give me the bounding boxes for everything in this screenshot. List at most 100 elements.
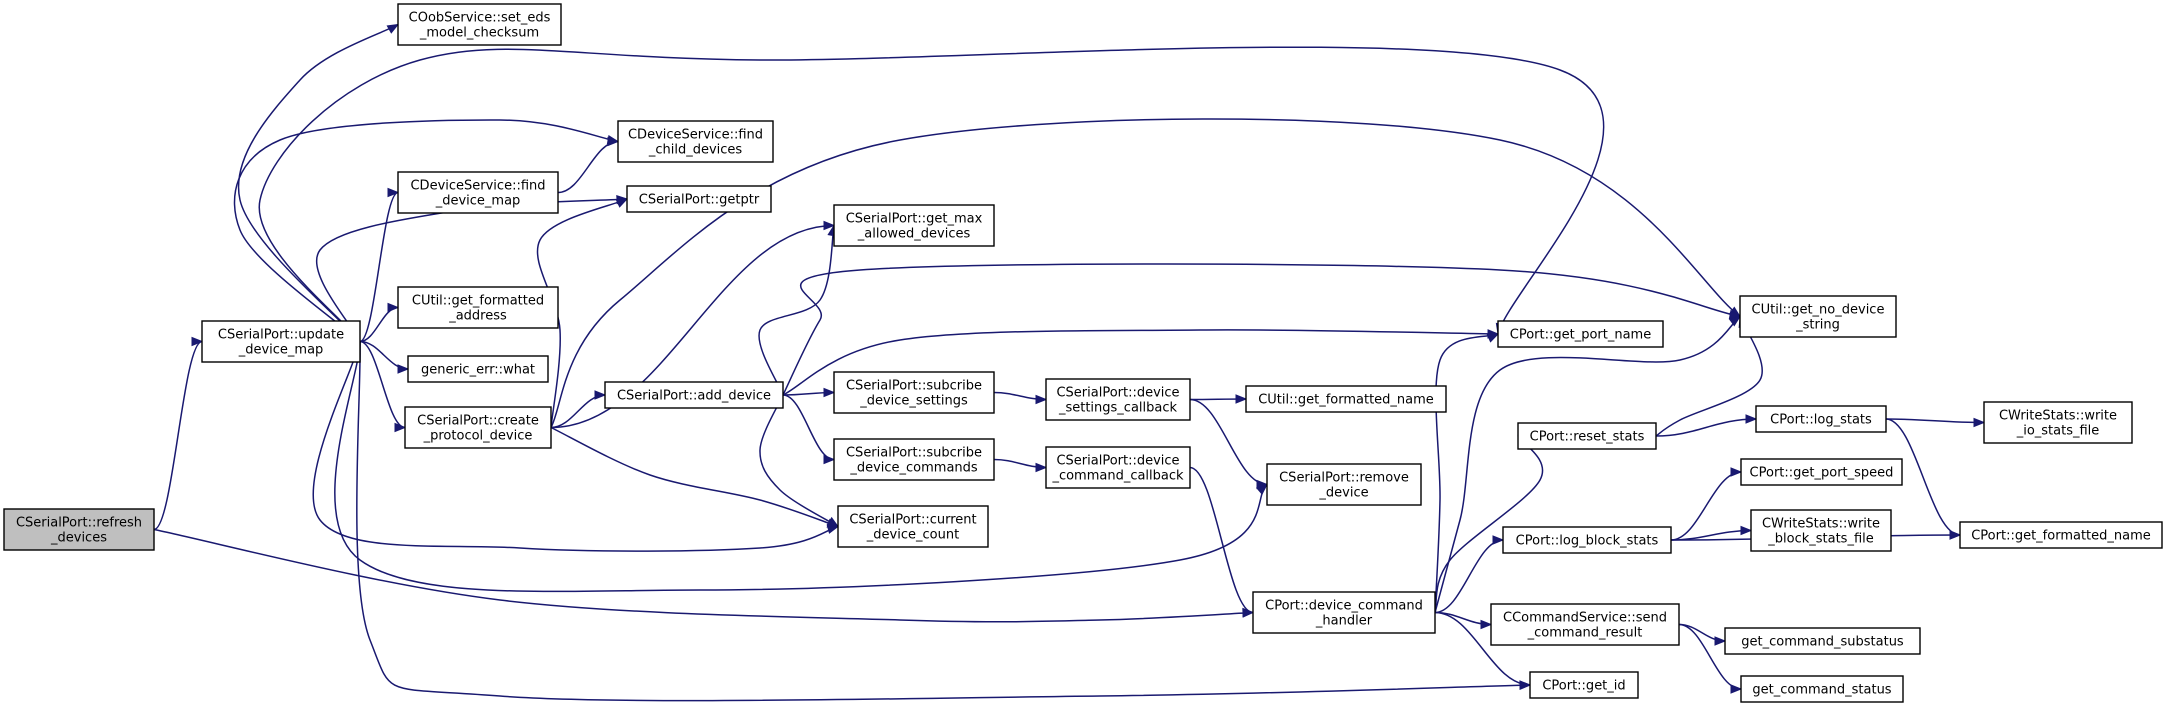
edge-line [359, 306, 399, 343]
node-label: _settings_callback [1058, 401, 1178, 416]
node-label: CPort::get_port_name [1510, 328, 1651, 343]
edge-line [1434, 611, 1531, 686]
edge-update-to-createproto [359, 340, 407, 433]
node-subcommands[interactable]: CSerialPort::subcribe_device_commands [833, 438, 995, 481]
node-box [1497, 320, 1664, 348]
node-findchild[interactable]: CDeviceService::find_child_devices [617, 120, 774, 163]
edge-line [550, 426, 839, 528]
node-getptr[interactable]: CSerialPort::getptr [626, 185, 772, 213]
node-box [1983, 401, 2133, 444]
edge-line [1670, 471, 1742, 541]
edge-line [237, 23, 399, 342]
node-box [1266, 463, 1422, 506]
node-getmax[interactable]: CSerialPort::get_max_allowed_devices [833, 204, 995, 247]
arrowhead [607, 136, 620, 147]
node-label: _handler [1315, 614, 1373, 629]
edge-subcommands-to-cmdcb [993, 458, 1048, 473]
arrowhead [823, 220, 836, 231]
node-logblock[interactable]: CPort::log_block_stats [1502, 526, 1672, 554]
edge-line [1434, 333, 1499, 613]
arrowhead [1035, 394, 1048, 405]
node-label: CPort::get_id [1542, 679, 1625, 694]
arrowhead [1949, 530, 1962, 540]
arrowhead [1728, 315, 1742, 327]
node-sendresult[interactable]: CCommandService::send_command_result [1490, 603, 1680, 646]
edge-line [758, 225, 835, 396]
node-curcount[interactable]: CSerialPort::current_device_count [837, 505, 989, 548]
edge-refresh-to-cmdhandler [153, 528, 1255, 623]
node-box [3, 508, 155, 551]
arrowhead [826, 516, 840, 528]
arrowhead [615, 198, 629, 208]
node-label: CWriteStats::write [1999, 409, 2117, 424]
node-label: CSerialPort::device [1056, 386, 1179, 401]
node-label: _string [1795, 318, 1840, 333]
node-cmdhandler[interactable]: CPort::device_command_handler [1252, 591, 1436, 634]
node-update[interactable]: CSerialPort::update_device_map [201, 320, 361, 363]
node-box [397, 171, 559, 214]
edge-update-to-getfmtaddr [359, 302, 400, 343]
node-box [617, 120, 774, 163]
node-writeblock[interactable]: CWriteStats::write_block_stats_file [1750, 509, 1892, 552]
node-logstats[interactable]: CPort::log_stats [1755, 405, 1887, 433]
arrowhead [1740, 525, 1753, 536]
node-cmdcb[interactable]: CSerialPort::device_command_callback [1045, 446, 1191, 489]
arrowhead [823, 387, 836, 398]
node-fmtname[interactable]: CUtil::get_formatted_name [1245, 385, 1447, 413]
edge-line [782, 329, 1499, 396]
node-label: _command_result [1527, 626, 1643, 641]
nodes-layer: CSerialPort::refresh_devicesCSerialPort:… [3, 3, 2163, 703]
edge-cmdhandler-to-portname [1434, 333, 1500, 613]
node-box [1740, 458, 1903, 486]
node-portname[interactable]: CPort::get_port_name [1497, 320, 1664, 348]
edge-setcb-to-removedev [1189, 398, 1269, 490]
node-getfmtaddr[interactable]: CUtil::get_formatted_address [397, 286, 559, 329]
node-label: _protocol_device [423, 429, 533, 444]
node-label: get_command_substatus [1741, 635, 1904, 650]
edge-setcb-to-fmtname [1189, 394, 1248, 404]
arrowhead [394, 422, 407, 433]
node-label: CSerialPort::refresh [16, 516, 142, 531]
node-label: CSerialPort::current [849, 513, 976, 528]
edge-cmdhandler-to-logblock [1434, 535, 1505, 614]
node-oob[interactable]: COobService::set_eds_model_checksum [397, 3, 562, 46]
node-box [1755, 405, 1887, 433]
node-removedev[interactable]: CSerialPort::remove_device [1266, 463, 1422, 506]
edge-line [258, 46, 1605, 342]
node-box [833, 204, 995, 247]
edge-resetstats-to-logstats [1655, 414, 1758, 437]
edge-logstats-to-writeio [1885, 417, 1986, 428]
node-portfmtname[interactable]: CPort::get_formatted_name [1959, 521, 2163, 549]
node-substatus[interactable]: get_command_substatus [1724, 627, 1921, 655]
node-createproto[interactable]: CSerialPort::create_protocol_device [404, 406, 552, 449]
node-setcb[interactable]: CSerialPort::device_settings_callback [1045, 378, 1191, 421]
arrowhead [1730, 684, 1743, 694]
edge-adddevice-to-getmax [758, 224, 837, 396]
arrowhead [397, 364, 410, 374]
node-label: _device_commands [849, 461, 978, 476]
node-cmdstatus[interactable]: get_command_status [1740, 675, 1904, 703]
edge-line [536, 198, 628, 428]
edge-cmdhandler-to-getid [1434, 611, 1532, 690]
node-label: CDeviceService::find [628, 128, 763, 143]
node-generr[interactable]: generic_err::what [407, 355, 549, 383]
node-getid[interactable]: CPort::get_id [1529, 671, 1639, 699]
edge-subsettings-to-setcb [993, 391, 1048, 405]
node-writeio[interactable]: CWriteStats::write_io_stats_file [1983, 401, 2133, 444]
node-adddevice[interactable]: CSerialPort::add_device [604, 381, 784, 409]
node-nodevstr[interactable]: CUtil::get_no_device_string [1739, 295, 1897, 338]
node-box [833, 371, 995, 414]
edge-line [356, 341, 1531, 702]
edge-line [782, 263, 1741, 396]
node-label: _device [1318, 486, 1368, 501]
node-label: _device_count [866, 528, 959, 543]
node-refresh[interactable]: CSerialPort::refresh_devices [3, 508, 155, 551]
node-finddevmap[interactable]: CDeviceService::find_device_map [397, 171, 559, 214]
edge-update-to-oob [237, 23, 400, 342]
node-portspeed[interactable]: CPort::get_port_speed [1740, 458, 1903, 486]
node-resetstats[interactable]: CPort::reset_stats [1517, 422, 1657, 450]
node-subsettings[interactable]: CSerialPort::subcribe_device_settings [833, 371, 995, 414]
node-box [1490, 603, 1680, 646]
edge-update-to-generr [359, 340, 410, 374]
